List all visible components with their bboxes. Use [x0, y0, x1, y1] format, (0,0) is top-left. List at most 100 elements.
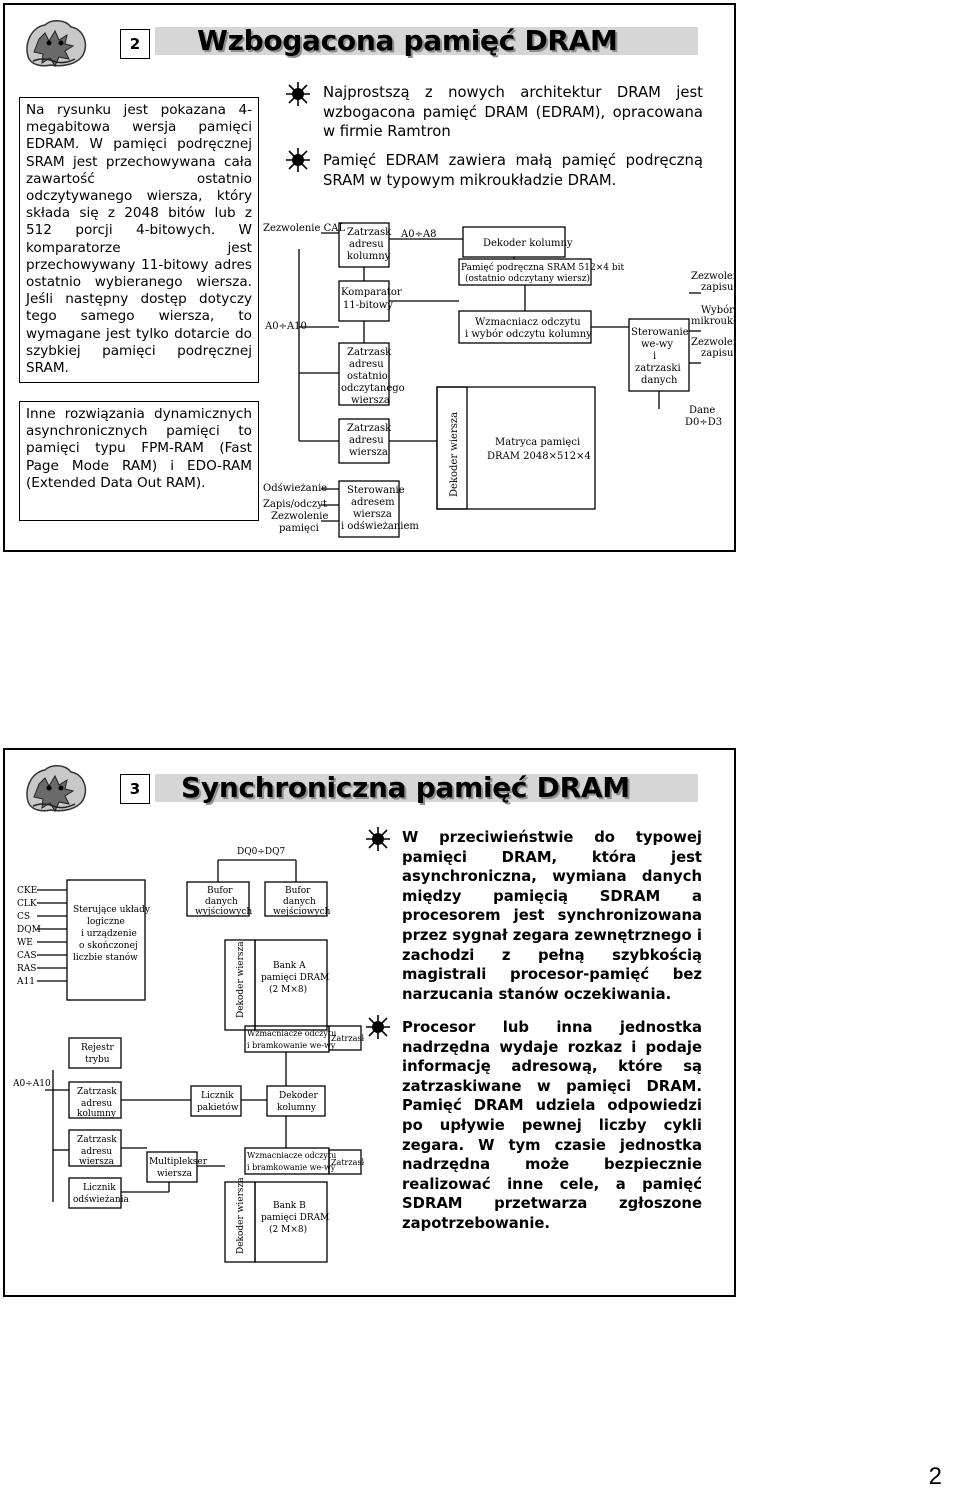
svg-text:Komparator: Komparator: [341, 287, 402, 298]
bullet-1-text: W przeciwieństwie do typowej pamięci DRA…: [402, 829, 702, 1003]
svg-text:adresu: adresu: [81, 1147, 112, 1157]
label-rw: Zapis/odczyt: [263, 499, 327, 510]
svg-text:Zatrzask: Zatrzask: [347, 423, 392, 434]
svg-text:Licznik: Licznik: [201, 1091, 234, 1101]
svg-text:i urządzenie: i urządzenie: [81, 929, 137, 939]
starburst-bullet-icon: [366, 1015, 390, 1039]
svg-text:i: i: [653, 351, 656, 362]
title-bar: [155, 774, 698, 802]
svg-text:adresu: adresu: [349, 359, 384, 370]
svg-text:wiersza: wiersza: [349, 447, 388, 458]
svg-text:DRAM 2048×512×4: DRAM 2048×512×4: [487, 451, 591, 462]
label-row-decoder-b: Dekoder wiersza: [236, 1177, 246, 1254]
svg-text:Pamięć podręczna SRAM 512×4 bi: Pamięć podręczna SRAM 512×4 bit: [461, 262, 624, 273]
svg-text:zapisu: zapisu: [701, 282, 734, 293]
svg-text:i bramkowanie we-wy: i bramkowanie we-wy: [247, 1163, 336, 1172]
svg-text:wiersza: wiersza: [157, 1169, 193, 1179]
svg-text:odczytanego: odczytanego: [341, 383, 405, 394]
label-a0-a10: A0÷A10: [12, 1079, 51, 1089]
page-number: 2: [928, 1463, 942, 1490]
svg-text:Sterowanie: Sterowanie: [347, 485, 405, 496]
svg-text:Bufor: Bufor: [207, 886, 233, 896]
label-row-decoder: Dekoder wiersza: [449, 412, 460, 497]
slide-number: 2: [120, 29, 150, 59]
gremlin-logo-icon: [26, 20, 87, 68]
label-latch-a: Zatrzask: [331, 1034, 364, 1043]
svg-text:CLK: CLK: [17, 899, 37, 909]
gremlin-logo-icon: [26, 765, 87, 813]
svg-text:Zatrzask: Zatrzask: [77, 1135, 117, 1145]
svg-text:kolumny: kolumny: [77, 1109, 117, 1119]
svg-text:Wzmacniacz odczytu: Wzmacniacz odczytu: [475, 317, 581, 328]
svg-text:adresu: adresu: [81, 1099, 112, 1109]
svg-text:Matryca pamięci: Matryca pamięci: [495, 437, 580, 448]
svg-text:Sterujące układy: Sterujące układy: [73, 905, 151, 915]
svg-text:Licznik: Licznik: [83, 1183, 116, 1193]
starburst-bullet-icon: [286, 82, 310, 106]
bullet-2-text: Procesor lub inna jednostka nadrzędna wy…: [402, 1019, 702, 1232]
svg-text:wiersza: wiersza: [351, 395, 390, 406]
svg-text:Dane: Dane: [689, 405, 715, 416]
starburst-bullet-icon: [286, 148, 310, 172]
svg-text:pamięci DRAM: pamięci DRAM: [261, 1213, 329, 1223]
svg-text:pakietów: pakietów: [197, 1102, 239, 1113]
svg-text:o skończonej: o skończonej: [79, 940, 138, 951]
svg-text:D0÷D3: D0÷D3: [685, 417, 722, 428]
label-row-decoder-a: Dekoder wiersza: [236, 941, 246, 1018]
svg-text:Zatrzask: Zatrzask: [347, 227, 392, 238]
other-solutions-textbox: Inne rozwiązania dynamicznych asynchroni…: [19, 401, 259, 521]
slide-title: Wzbogacona pamięć DRAM: [197, 24, 618, 57]
slide-edram: 2 Wzbogacona pamięć DRAM Na rysunku jest…: [3, 3, 736, 552]
svg-text:i wybór odczytu kolumny: i wybór odczytu kolumny: [465, 329, 592, 340]
svg-text:danych: danych: [283, 897, 316, 907]
svg-text:Multiplekser: Multiplekser: [149, 1157, 208, 1167]
svg-text:wyjściowych: wyjściowych: [195, 906, 252, 917]
bullet-1-text: Najprostszą z nowych architektur DRAM je…: [323, 84, 703, 141]
label-cal-enable: Zezwolenie CAL: [263, 223, 345, 234]
svg-text:wiersza: wiersza: [79, 1157, 115, 1167]
svg-text:pamięci: pamięci: [279, 523, 319, 534]
svg-text:kolumny: kolumny: [347, 251, 391, 262]
svg-text:(2 M×8): (2 M×8): [269, 1224, 307, 1235]
svg-text:we-wy: we-wy: [641, 339, 673, 350]
svg-text:Zatrzask: Zatrzask: [347, 347, 392, 358]
svg-text:Zatrzask: Zatrzask: [77, 1087, 117, 1097]
intro-textbox: Na rysunku jest pokazana 4-megabitowa we…: [19, 97, 259, 383]
svg-text:RAS: RAS: [17, 964, 36, 974]
svg-text:zatrzaski: zatrzaski: [635, 363, 681, 374]
label-latch-b: Zatrzask: [331, 1158, 364, 1167]
svg-text:adresu: adresu: [349, 435, 384, 446]
svg-text:i odświeżaniem: i odświeżaniem: [341, 521, 419, 532]
svg-text:odświeżania: odświeżania: [73, 1194, 129, 1205]
svg-text:Wzmacniacze odczytu: Wzmacniacze odczytu: [247, 1029, 336, 1038]
svg-text:Zezwolenie: Zezwolenie: [271, 511, 328, 522]
title-bar: [155, 27, 698, 55]
svg-text:mikroukładu: mikroukładu: [691, 316, 736, 327]
svg-text:Bufor: Bufor: [285, 886, 311, 896]
svg-text:Wzmacniacze odczytu: Wzmacniacze odczytu: [247, 1151, 336, 1160]
svg-text:adresu: adresu: [349, 239, 384, 250]
svg-text:CAS: CAS: [17, 951, 37, 961]
svg-text:CS: CS: [17, 912, 30, 922]
slide-title: Synchroniczna pamięć DRAM: [181, 771, 630, 804]
slide-number: 3: [120, 774, 150, 804]
svg-text:logiczne: logiczne: [87, 917, 125, 927]
svg-text:wejściowych: wejściowych: [273, 906, 331, 917]
svg-text:Sterowanie: Sterowanie: [631, 327, 689, 338]
svg-text:(ostatnio odczytany wiersz): (ostatnio odczytany wiersz): [465, 273, 590, 284]
svg-text:danych: danych: [641, 375, 678, 386]
svg-text:WE: WE: [17, 938, 33, 948]
svg-text:i bramkowanie we-wy: i bramkowanie we-wy: [247, 1041, 336, 1050]
label-a0-a8: A0÷A8: [400, 229, 437, 240]
svg-text:zapisu: zapisu: [701, 348, 734, 359]
label-refresh: Odświeżanie: [263, 483, 327, 494]
svg-text:liczbie stanów: liczbie stanów: [73, 952, 138, 963]
svg-text:pamięci DRAM: pamięci DRAM: [261, 973, 329, 983]
starburst-bullet-icon: [366, 827, 390, 851]
svg-text:adresem: adresem: [351, 497, 395, 508]
label-a0-a10: A0÷A10: [264, 321, 307, 332]
svg-text:trybu: trybu: [85, 1055, 110, 1065]
svg-text:Bank B: Bank B: [273, 1201, 306, 1211]
